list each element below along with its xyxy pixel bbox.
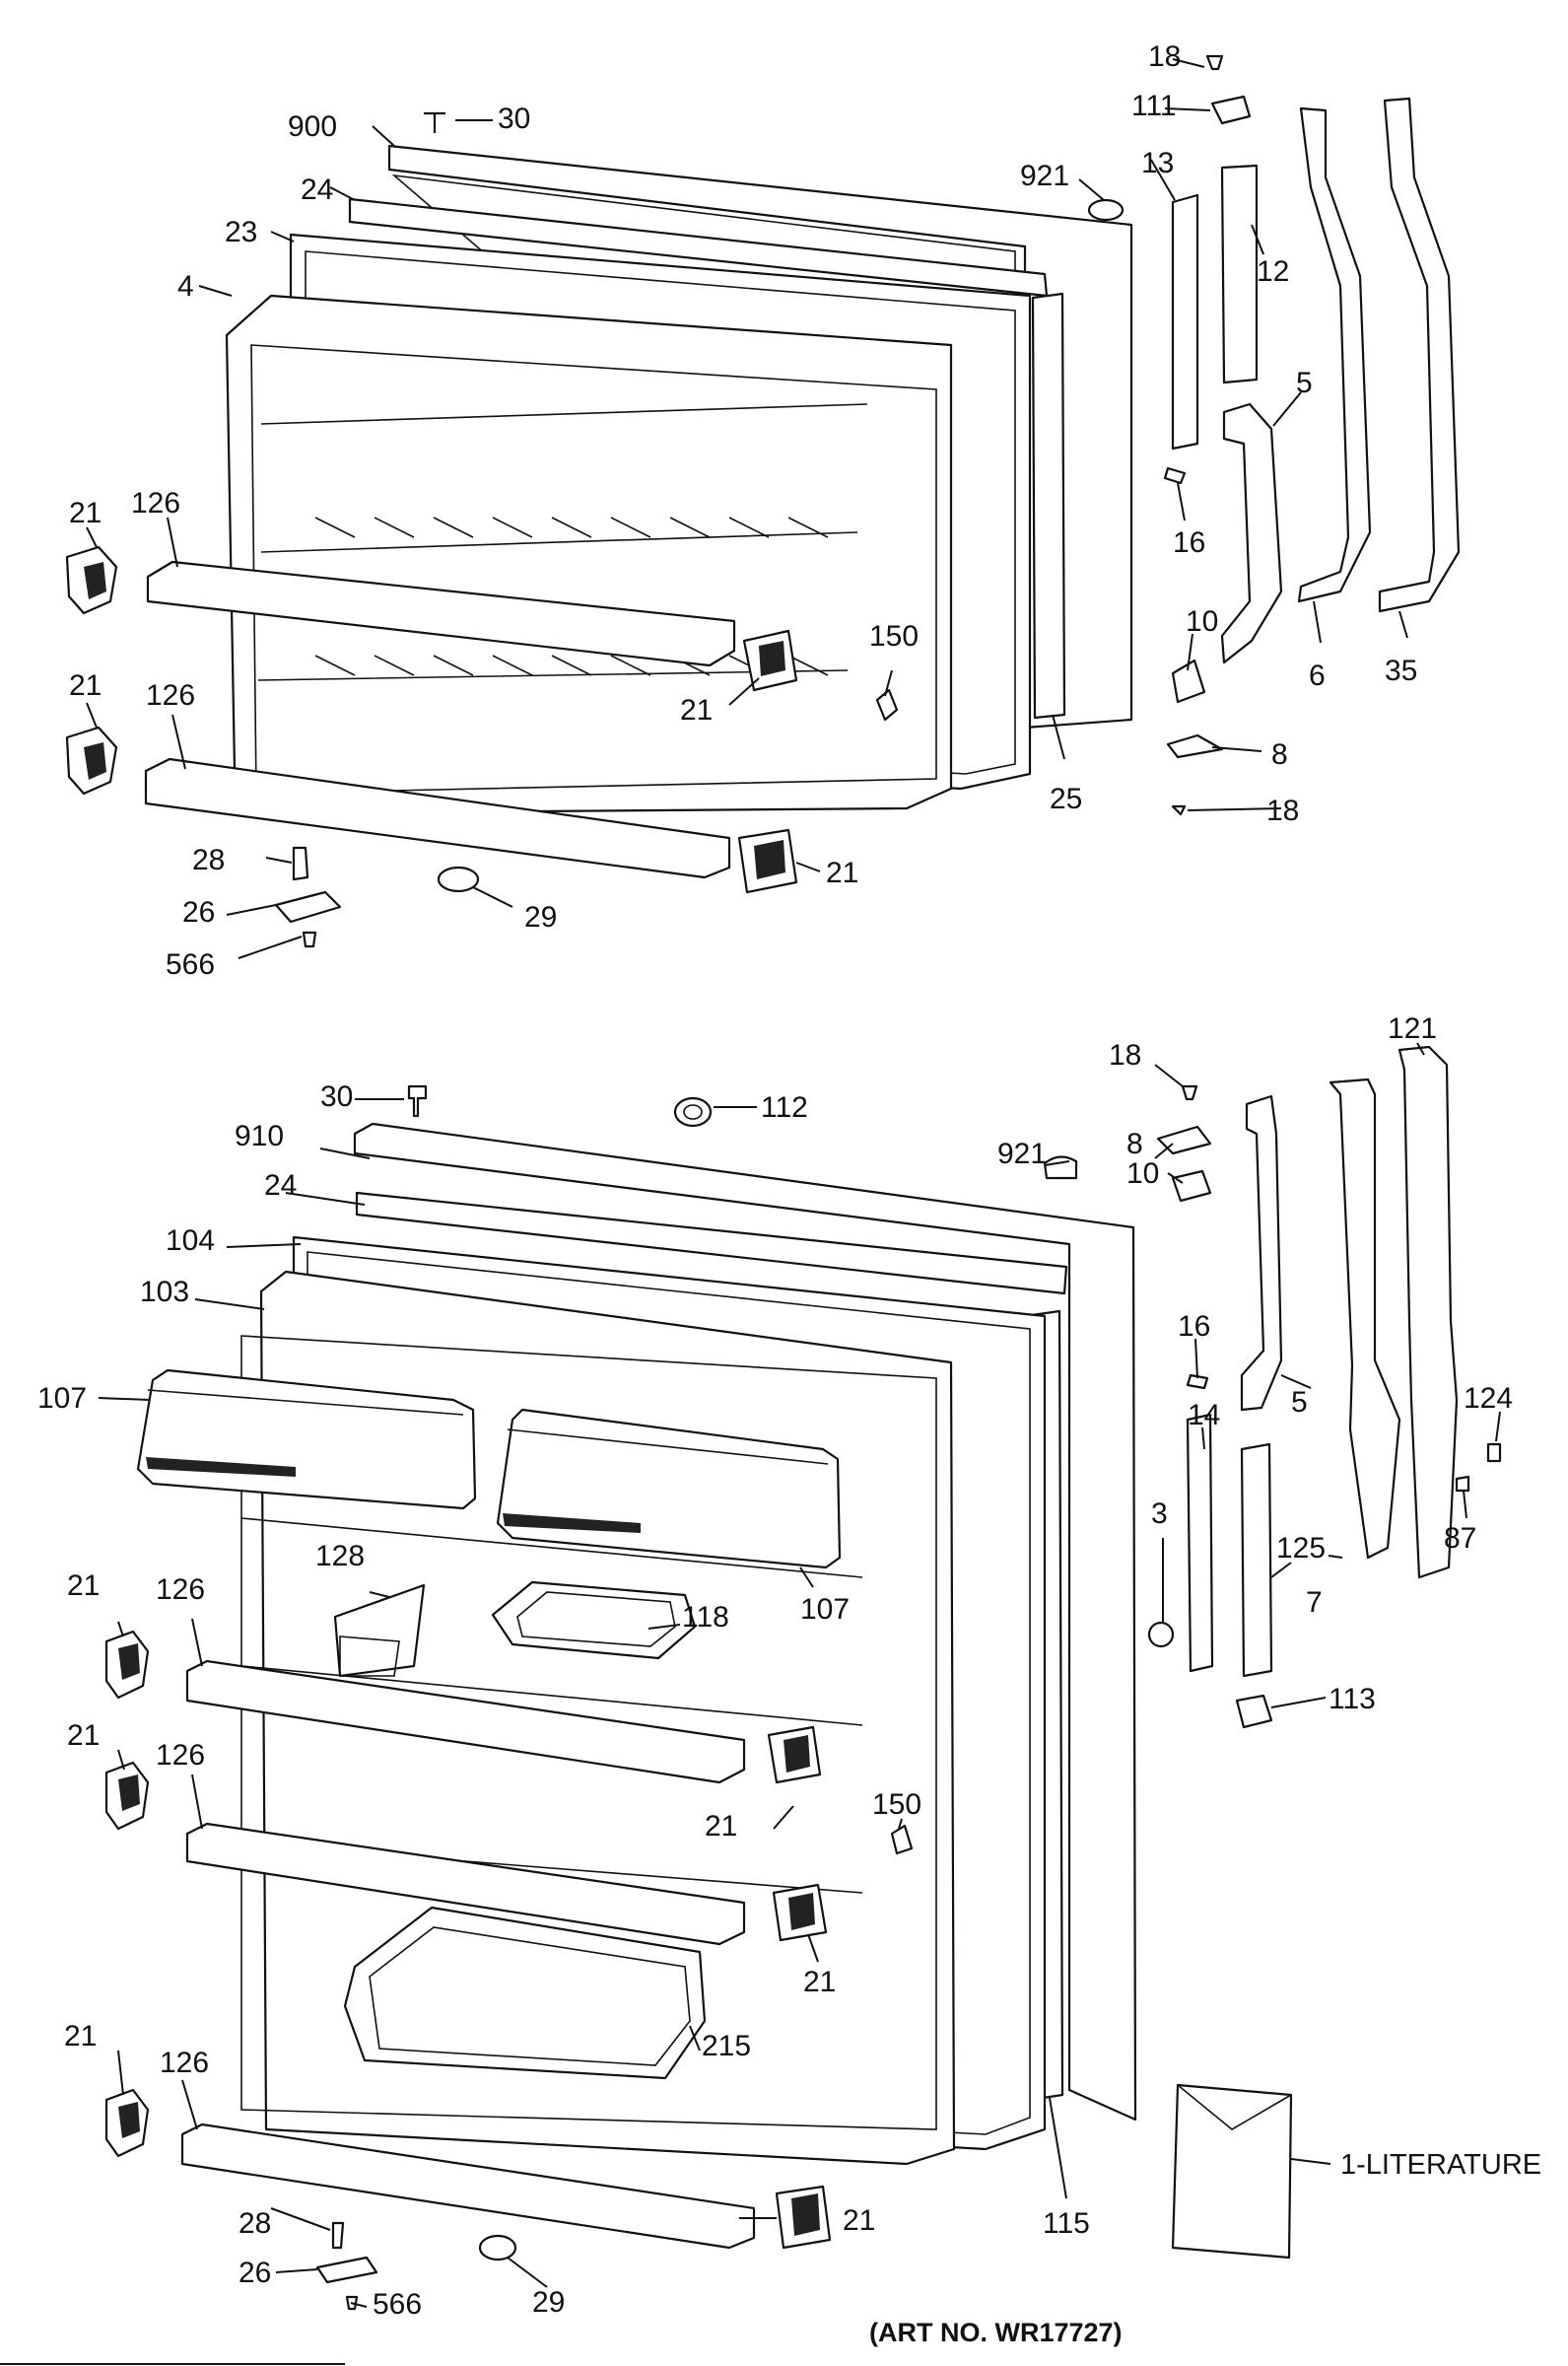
label-24: 24 xyxy=(264,1169,297,1202)
label-566: 566 xyxy=(373,2288,422,2321)
outer-door-panel-910 xyxy=(353,1122,1137,2122)
label-18: 18 xyxy=(1148,40,1181,73)
shelf-bar-126-a xyxy=(185,1659,746,1784)
label-16: 16 xyxy=(1173,526,1205,559)
label-21: 21 xyxy=(826,857,858,889)
bin-215 xyxy=(343,1906,707,2080)
label-21: 21 xyxy=(843,2204,875,2237)
literature-envelope xyxy=(1171,2083,1293,2260)
literature-label: 1-LITERATURE xyxy=(1340,2149,1541,2181)
label-3: 3 xyxy=(1151,1497,1168,1530)
label-113: 113 xyxy=(1329,1683,1376,1715)
shelf-bar-126-b xyxy=(185,1822,746,1946)
label-215: 215 xyxy=(702,2030,751,2062)
label-29: 29 xyxy=(524,901,557,934)
label-126: 126 xyxy=(146,679,195,712)
label-10: 10 xyxy=(1126,1157,1159,1190)
label-107: 107 xyxy=(800,1593,850,1626)
label-6: 6 xyxy=(1309,660,1326,692)
leader-lines-freezer xyxy=(86,58,1408,959)
label-104: 104 xyxy=(166,1224,215,1257)
label-128: 128 xyxy=(315,1540,365,1572)
label-21: 21 xyxy=(69,669,102,702)
art-number: (ART NO. WR17727) xyxy=(869,2318,1123,2347)
label-5: 5 xyxy=(1296,367,1313,399)
shelf-end-cap-21 xyxy=(65,545,798,894)
labels-fresh-food: 121 18 30 112 8 910 921 10 24 104 103 16… xyxy=(37,1012,1513,2321)
door-trim-24-lower xyxy=(355,1191,1068,1295)
label-126: 126 xyxy=(160,2047,209,2079)
label-21: 21 xyxy=(67,1569,100,1602)
label-35: 35 xyxy=(1385,655,1417,687)
label-8: 8 xyxy=(1271,738,1288,771)
label-21: 21 xyxy=(680,694,713,727)
label-30: 30 xyxy=(320,1080,353,1113)
label-25: 25 xyxy=(1050,783,1082,815)
label-124: 124 xyxy=(1464,1382,1513,1415)
label-28: 28 xyxy=(192,844,225,876)
label-566: 566 xyxy=(166,948,215,981)
label-118: 118 xyxy=(682,1601,729,1634)
label-921: 921 xyxy=(997,1138,1047,1170)
freezer-door-assembly: 18 111 900 30 921 13 12 24 23 4 5 16 21 … xyxy=(65,40,1461,981)
label-126: 126 xyxy=(156,1573,205,1606)
dairy-compartment-107-right xyxy=(496,1408,842,1569)
dairy-compartment-107-left xyxy=(136,1368,477,1510)
label-121: 121 xyxy=(1388,1012,1437,1045)
shelf-bar-126-upper xyxy=(146,560,736,667)
label-16: 16 xyxy=(1178,1310,1210,1343)
label-126: 126 xyxy=(131,487,180,520)
tray-118 xyxy=(491,1580,697,1660)
bracket-128 xyxy=(333,1583,426,1678)
label-8: 8 xyxy=(1126,1128,1143,1160)
label-910: 910 xyxy=(235,1120,284,1152)
label-10: 10 xyxy=(1186,605,1218,638)
label-111: 111 xyxy=(1131,90,1177,122)
label-13: 13 xyxy=(1141,147,1174,179)
label-900: 900 xyxy=(288,110,337,143)
small-parts-fresh-food xyxy=(315,1045,1502,2311)
label-107: 107 xyxy=(37,1382,87,1415)
label-21: 21 xyxy=(69,497,102,529)
shelf-bar-126-c xyxy=(180,2122,756,2250)
label-18: 18 xyxy=(1109,1039,1141,1072)
shelf-end-caps-21-lower xyxy=(104,1630,832,2250)
label-28: 28 xyxy=(239,2207,271,2240)
label-12: 12 xyxy=(1257,255,1289,288)
label-125: 125 xyxy=(1276,1532,1326,1565)
label-112: 112 xyxy=(761,1091,808,1124)
label-14: 14 xyxy=(1188,1399,1220,1431)
leader-lines-fresh-food xyxy=(98,1042,1501,2308)
label-921: 921 xyxy=(1020,160,1069,192)
label-26: 26 xyxy=(182,896,215,929)
label-21: 21 xyxy=(67,1719,100,1752)
label-29: 29 xyxy=(532,2286,565,2319)
label-103: 103 xyxy=(140,1276,189,1308)
label-7: 7 xyxy=(1306,1586,1323,1619)
label-5: 5 xyxy=(1291,1386,1308,1419)
small-parts-freezer xyxy=(274,54,1461,948)
label-87: 87 xyxy=(1444,1522,1476,1555)
label-115: 115 xyxy=(1043,2207,1090,2240)
door-trim-24 xyxy=(348,197,1049,298)
label-21: 21 xyxy=(803,1966,836,1998)
label-126: 126 xyxy=(156,1739,205,1772)
fresh-food-door-assembly: 121 18 30 112 8 910 921 10 24 104 103 16… xyxy=(37,1012,1541,2321)
door-liner-4 xyxy=(225,294,953,815)
gasket-strip-25 xyxy=(1031,292,1066,720)
label-21: 21 xyxy=(64,2020,97,2053)
label-150: 150 xyxy=(869,620,919,653)
label-4: 4 xyxy=(177,270,194,303)
label-30: 30 xyxy=(498,103,530,135)
label-23: 23 xyxy=(225,216,257,248)
label-18: 18 xyxy=(1266,795,1299,827)
labels-freezer: 18 111 900 30 921 13 12 24 23 4 5 16 21 … xyxy=(69,40,1417,981)
label-150: 150 xyxy=(872,1788,921,1821)
label-21: 21 xyxy=(705,1810,737,1843)
label-24: 24 xyxy=(301,174,333,206)
shelf-bar-126-lower xyxy=(144,757,731,879)
label-26: 26 xyxy=(239,2257,271,2289)
